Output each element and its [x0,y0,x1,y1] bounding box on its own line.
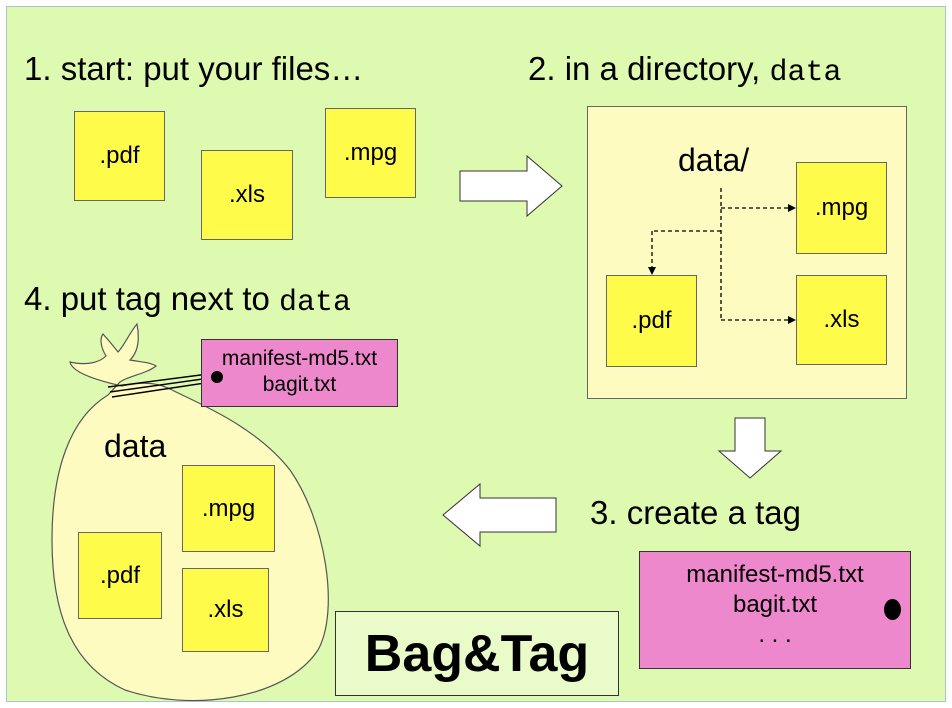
arrowhead-pdf-icon [648,267,656,275]
bag-file-xls: .xls [182,568,269,652]
bag-tag: manifest-md5.txt bagit.txt [201,339,398,407]
bag-file-mpg: .mpg [182,465,275,552]
bag-label: data [104,428,166,465]
created-tag: manifest-md5.txt bagit.txt . . . [639,551,911,669]
bag-file-pdf: .pdf [78,532,162,619]
bag-tag-line1: manifest-md5.txt [202,346,397,372]
arrowhead-xls-icon [788,316,796,324]
created-tag-line3: . . . [640,620,910,650]
title-box: Bag&Tag [335,611,619,696]
created-tag-hole-icon [884,599,901,620]
created-tag-line2: bagit.txt [640,590,910,620]
arrow-right-icon [460,156,562,216]
arrow-left-icon [443,484,556,546]
arrowhead-mpg-icon [788,204,796,212]
bag-tag-hole-icon [211,371,223,383]
created-tag-line1: manifest-md5.txt [640,560,910,590]
bag-tag-line2: bagit.txt [202,372,397,398]
directory-tree-connectors [652,188,792,320]
arrow-down-icon [719,418,781,478]
